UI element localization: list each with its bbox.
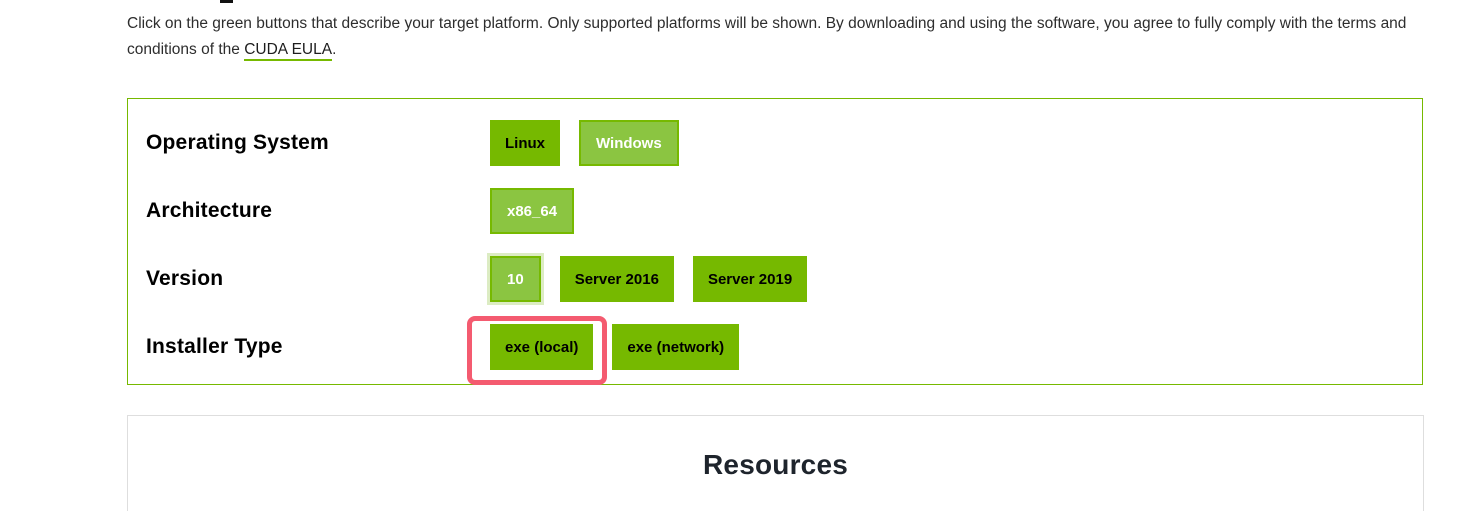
intro-text: Click on the green buttons that describe… bbox=[127, 15, 1407, 58]
intro-text-period: . bbox=[332, 40, 337, 58]
selector-row-version: Version 10 Server 2016 Server 2019 bbox=[128, 256, 1422, 302]
row-label-installer-type: Installer Type bbox=[146, 335, 283, 358]
option-button-linux[interactable]: Linux bbox=[490, 120, 560, 166]
option-button-server-2016[interactable]: Server 2016 bbox=[559, 256, 674, 302]
intro-paragraph: Click on the green buttons that describe… bbox=[127, 11, 1427, 62]
row-buttons-architecture: x86_64 bbox=[490, 188, 575, 234]
resources-title: Resources bbox=[703, 449, 848, 480]
option-button-exe-network[interactable]: exe (network) bbox=[612, 324, 740, 370]
row-buttons-version: 10 Server 2016 Server 2019 bbox=[490, 256, 808, 302]
option-button-exe-local[interactable]: exe (local) bbox=[490, 324, 594, 370]
option-button-10[interactable]: 10 bbox=[490, 256, 541, 302]
option-button-windows[interactable]: Windows bbox=[579, 120, 679, 166]
selector-row-architecture: Architecture x86_64 bbox=[128, 188, 1422, 234]
option-button-server-2019[interactable]: Server 2019 bbox=[692, 256, 808, 302]
row-label-operating-system: Operating System bbox=[146, 131, 329, 154]
row-buttons-operating-system: Linux Windows bbox=[490, 120, 679, 166]
resources-section: Resources bbox=[127, 415, 1424, 511]
selector-row-installer-type: Installer Type exe (local) exe (network) bbox=[128, 324, 1422, 370]
option-button-x86-64[interactable]: x86_64 bbox=[490, 188, 575, 234]
row-label-architecture: Architecture bbox=[146, 199, 273, 222]
clipped-heading-remnant bbox=[220, 0, 233, 3]
row-label-version: Version bbox=[146, 267, 224, 290]
selector-row-operating-system: Operating System Linux Windows bbox=[128, 120, 1422, 166]
cuda-eula-link[interactable]: CUDA EULA bbox=[244, 40, 333, 61]
row-buttons-installer-type: exe (local) exe (network) bbox=[490, 324, 740, 370]
